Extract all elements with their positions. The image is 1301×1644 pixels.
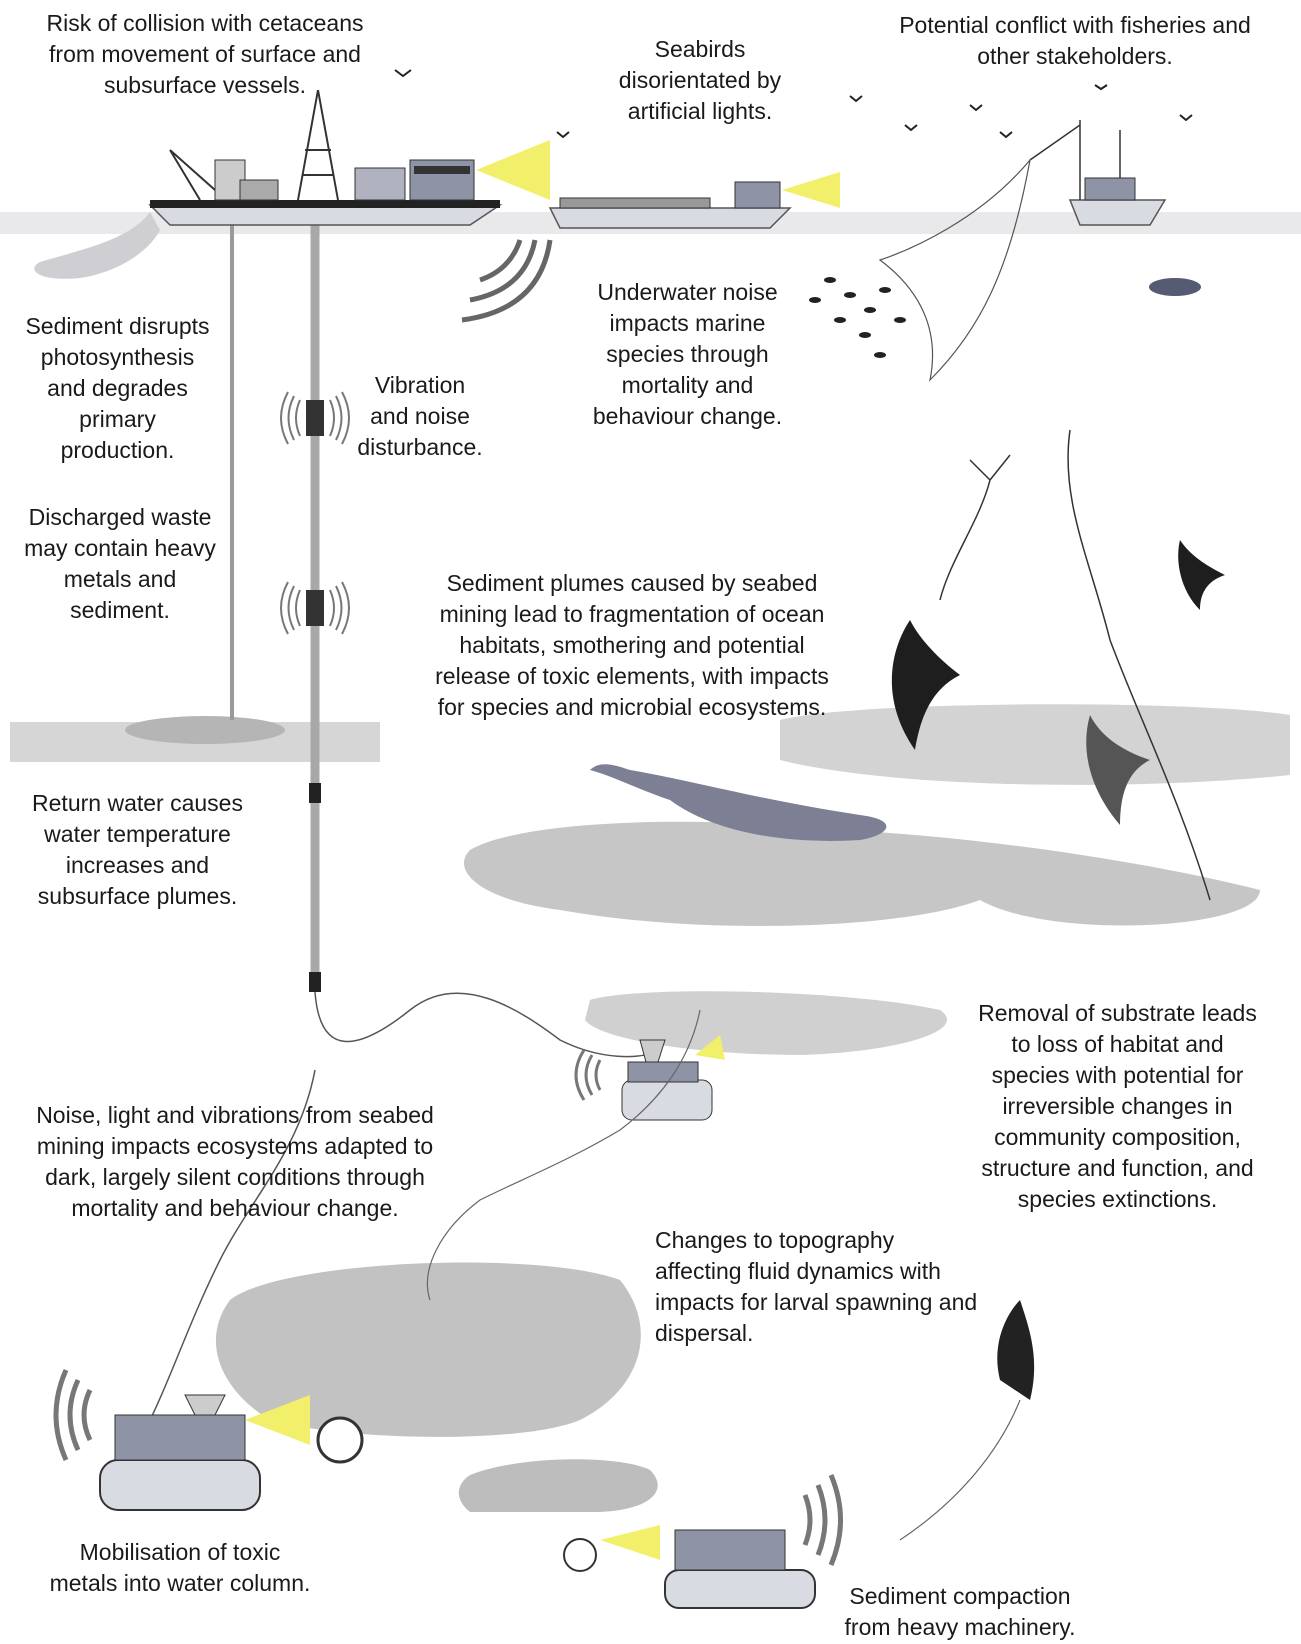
seabirds — [394, 69, 1193, 139]
seabed-collector-middle — [621, 1039, 713, 1121]
label-underwater-noise: Underwater noise impacts marine species … — [592, 279, 783, 429]
label-noise-light-vibration: Noise, light and vibrations from seabed … — [36, 1102, 434, 1221]
label-toxic-metals: Mobilisation of toxic metals into water … — [49, 1539, 311, 1596]
collector-middle-noise — [574, 1049, 602, 1101]
surface-discharge-slick — [34, 212, 160, 279]
seabed-collector-left — [99, 1394, 364, 1511]
collector-bottom-light — [600, 1525, 660, 1560]
seabed-collector-bottom — [563, 1529, 816, 1609]
right-plume — [780, 704, 1290, 785]
riser-pump-module-1 — [306, 400, 324, 436]
collector-left-light — [245, 1395, 310, 1445]
tuna-fish — [1149, 278, 1201, 296]
vessel-light-beam — [476, 140, 550, 200]
vessel-noise-arcs — [461, 239, 553, 323]
collector-bottom-noise — [802, 1474, 843, 1566]
riser-noise-arcs-upper — [280, 391, 350, 445]
humpback-whale — [590, 764, 887, 841]
coral-right-column — [939, 429, 1211, 901]
seabed-lines — [426, 1009, 1021, 1541]
hose-to-left-collector — [149, 1069, 316, 1421]
collector-left-noise — [53, 1368, 93, 1462]
mining-support-vessel — [148, 89, 503, 226]
manta-ray-2 — [1086, 715, 1150, 825]
riser-joint-2 — [309, 972, 321, 992]
label-substrate-removal: Removal of substrate leads to loss of ha… — [978, 1000, 1257, 1212]
label-seabirds: Seabirds disorientated by artificial lig… — [618, 36, 782, 124]
fishing-trawler — [1029, 120, 1167, 226]
transport-vessel — [548, 181, 792, 229]
label-return-water: Return water causes water temperature in… — [32, 790, 243, 909]
riser-noise-arcs-lower — [280, 581, 350, 635]
label-topography: Changes to topography affecting fluid dy… — [655, 1227, 978, 1346]
trawl-net — [878, 157, 1031, 382]
mid-sediment-plume — [585, 991, 948, 1055]
riser-pump-module-2 — [306, 590, 324, 626]
collector-middle-light — [695, 1035, 725, 1060]
fish-school — [809, 277, 906, 358]
label-sediment-compaction: Sediment compaction from heavy machinery… — [844, 1583, 1076, 1640]
discharge-plume-dark — [125, 716, 285, 744]
manta-ray-1 — [891, 620, 960, 750]
label-fisheries-conflict: Potential conflict with fisheries and ot… — [899, 12, 1251, 69]
transport-light-beam — [782, 172, 840, 208]
coral-lower-right — [997, 1300, 1035, 1400]
manta-ray-3 — [1178, 540, 1225, 610]
flexible-hose — [314, 991, 661, 1058]
label-sediment-plumes: Sediment plumes caused by seabed mining … — [435, 570, 829, 720]
label-sediment-photosynthesis: Sediment disrupts photosynthesis and deg… — [25, 313, 210, 463]
central-sediment-plume — [464, 821, 1260, 927]
bottom-plume — [458, 1459, 658, 1512]
label-vibration-noise: Vibration and noise disturbance. — [357, 372, 483, 460]
label-cetacean-collision: Risk of collision with cetaceans from mo… — [46, 10, 364, 98]
riser-joint-1 — [309, 783, 321, 803]
label-discharged-waste: Discharged waste may contain heavy metal… — [24, 504, 216, 623]
lower-left-plume — [215, 1262, 641, 1437]
